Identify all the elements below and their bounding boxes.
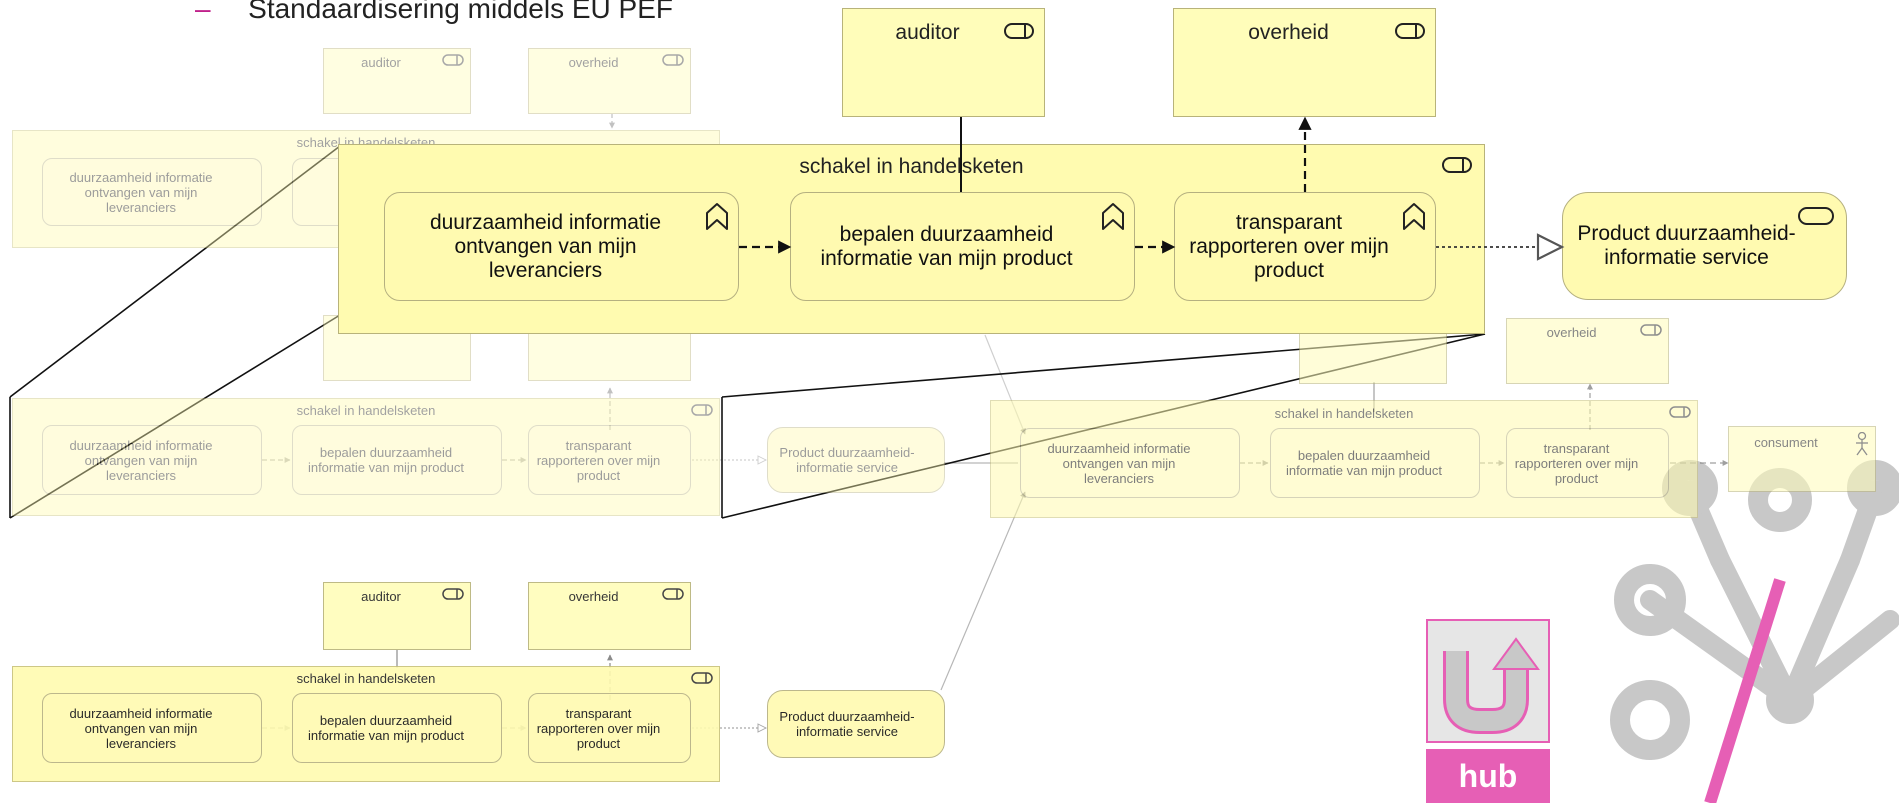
process-ontvangen[interactable]: duurzaamheid informatie ontvangen van mi… (1020, 428, 1240, 498)
consument-actor[interactable]: consument (1728, 426, 1876, 492)
role-icon (442, 54, 464, 66)
process-icon (706, 203, 728, 230)
process-label: duurzaamheid informatie ontvangen van mi… (69, 705, 213, 751)
hub-logo: hub (1426, 619, 1550, 803)
process-label: duurzaamheid informatie ontvangen van mi… (429, 210, 662, 282)
process-label: bepalen duurzaamheid informatie van mijn… (307, 445, 465, 475)
auditor-role[interactable]: auditor (323, 582, 471, 650)
auditor-role-main[interactable]: auditor (842, 8, 1045, 117)
role-label: auditor (361, 55, 401, 70)
hub-logo-box (1426, 619, 1550, 743)
role-icon (691, 672, 713, 684)
overheid-role[interactable]: overheid (528, 48, 691, 114)
process-label: duurzaamheid informatie ontvangen van mi… (1047, 440, 1191, 486)
role-icon (442, 588, 464, 600)
service-label: Product duurzaamheid-informatie service (779, 445, 915, 475)
process-label: bepalen duurzaamheid informatie van mijn… (820, 222, 1073, 270)
role-icon (662, 54, 684, 66)
group-label: schakel in handelsketen (296, 403, 436, 418)
role-label: auditor (361, 589, 401, 604)
role-label: overheid (568, 589, 619, 604)
process-bepalen-main[interactable]: bepalen duurzaamheid informatie van mijn… (790, 192, 1135, 301)
role-icon (1004, 23, 1034, 39)
group-label: schakel in handelsketen (1274, 406, 1414, 421)
role-label: overheid (1546, 325, 1597, 340)
group-label: schakel in handelsketen (799, 155, 1024, 178)
process-ontvangen[interactable]: duurzaamheid informatie ontvangen van mi… (42, 425, 262, 495)
role-icon (1442, 157, 1472, 173)
service-label: Product duurzaamheid-informatie service (1577, 222, 1796, 269)
actor-icon (1856, 432, 1868, 456)
hub-logo-text: hub (1426, 749, 1550, 803)
process-label: duurzaamheid informatie ontvangen van mi… (69, 169, 213, 215)
bullet-text: Standaardisering middels EU PEF (248, 0, 674, 24)
process-ontvangen[interactable]: duurzaamheid informatie ontvangen van mi… (42, 693, 262, 763)
role-icon (662, 588, 684, 600)
process-label: bepalen duurzaamheid informatie van mijn… (307, 713, 465, 743)
overheid-role-main[interactable]: overheid (1173, 8, 1436, 117)
overheid-role[interactable]: overheid (528, 582, 691, 650)
process-label: transparant rapporteren over mijn produc… (536, 705, 661, 751)
slide-bullet: – Standaardisering middels EU PEF (195, 0, 673, 25)
actor-label: consument (1754, 435, 1818, 450)
role-label: overheid (568, 55, 619, 70)
process-bepalen[interactable]: bepalen duurzaamheid informatie van mijn… (292, 425, 502, 495)
process-label: duurzaamheid informatie ontvangen van mi… (69, 437, 213, 483)
process-ontvangen-main[interactable]: duurzaamheid informatie ontvangen van mi… (384, 192, 739, 301)
group-label: schakel in handelsketen (296, 671, 436, 686)
process-bepalen[interactable]: bepalen duurzaamheid informatie van mijn… (292, 693, 502, 763)
role-icon (691, 404, 713, 416)
service-product[interactable]: Product duurzaamheid-informatie service (767, 690, 945, 758)
process-ontvangen[interactable]: duurzaamheid informatie ontvangen van mi… (42, 158, 262, 226)
role-icon (1640, 324, 1662, 336)
overheid-role[interactable]: overheid (1506, 318, 1669, 384)
role-label: overheid (1248, 21, 1329, 44)
process-rapporteren[interactable]: transparant rapporteren over mijn produc… (528, 693, 691, 763)
service-product-main[interactable]: Product duurzaamheid-informatie service (1562, 192, 1847, 300)
process-label: transparant rapporteren over mijn produc… (1514, 440, 1639, 486)
process-icon (1403, 203, 1425, 230)
role-label: auditor (895, 21, 960, 44)
service-label: Product duurzaamheid-informatie service (779, 709, 915, 739)
process-bepalen[interactable]: bepalen duurzaamheid informatie van mijn… (1270, 428, 1480, 498)
service-product[interactable]: Product duurzaamheid-informatie service (767, 427, 945, 493)
service-icon (1798, 207, 1834, 225)
process-label: transparant rapporteren over mijn produc… (536, 437, 661, 483)
role-icon (1669, 406, 1691, 418)
pink-stroke (1704, 578, 1786, 803)
u-turn-arrow-icon (1443, 637, 1540, 734)
process-rapporteren-main[interactable]: transparant rapporteren over mijn produc… (1174, 192, 1436, 301)
process-icon (1102, 203, 1124, 230)
process-label: transparant rapporteren over mijn produc… (1189, 210, 1389, 282)
process-rapporteren[interactable]: transparant rapporteren over mijn produc… (528, 425, 691, 495)
bullet-dash: – (195, 0, 211, 24)
role-icon (1395, 23, 1425, 39)
process-rapporteren[interactable]: transparant rapporteren over mijn produc… (1506, 428, 1669, 498)
process-label: bepalen duurzaamheid informatie van mijn… (1285, 448, 1443, 478)
auditor-role[interactable]: auditor (323, 48, 471, 114)
handelsketen-group[interactable]: schakel in handelsketen (12, 398, 720, 516)
